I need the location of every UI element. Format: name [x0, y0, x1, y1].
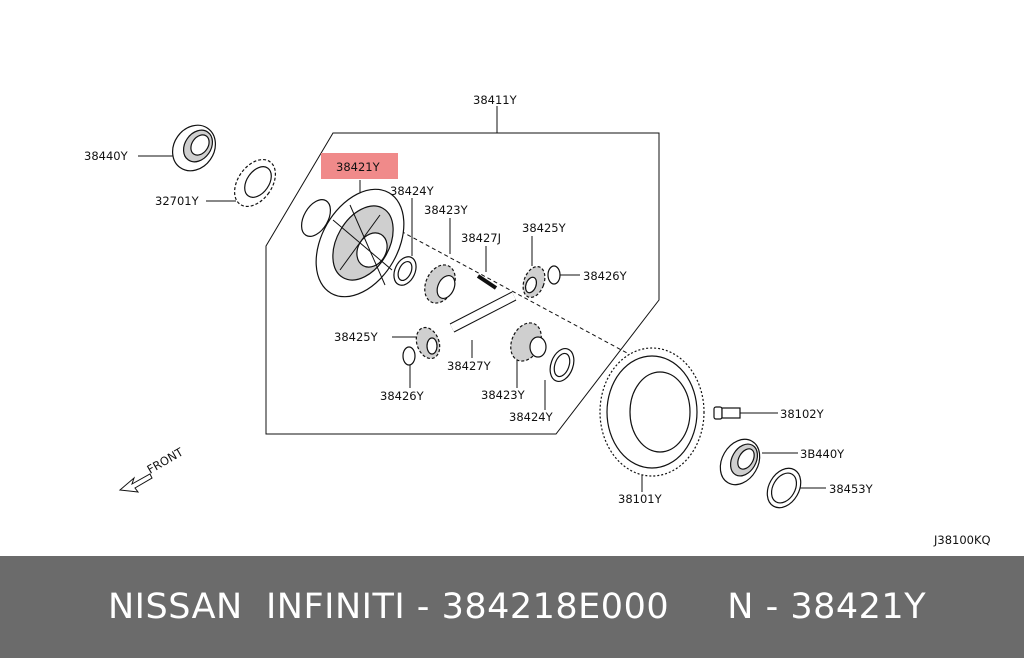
label-38101y: 38101Y — [618, 492, 663, 506]
washer-38424y-bottom-inner — [553, 352, 571, 378]
label-38440y-top: 38440Y — [84, 149, 129, 163]
assembly-outline — [265, 132, 660, 435]
side-gear-38423y-top — [424, 264, 456, 304]
label-32701y: 32701Y — [155, 194, 200, 208]
label-38426y-right: 38426Y — [583, 269, 628, 283]
label-38424y-bottom: 38424Y — [509, 410, 554, 424]
label-38427y: 38427Y — [447, 359, 492, 373]
footer-caption: NISSAN INFINITI - 384218E000 N - 38421Y — [108, 587, 926, 627]
label-38425y-left: 38425Y — [334, 330, 379, 344]
shaft-38427y — [449, 291, 517, 333]
differential-case-38421y — [300, 188, 405, 298]
label-38102y: 38102Y — [780, 407, 825, 421]
footer-brand: NISSAN — [108, 587, 243, 627]
side-gear-38423y-bottom — [510, 322, 547, 362]
parts-diagram: 38411Y 38440Y 32701Y 38421Y 38424Y 38423… — [84, 93, 991, 547]
bolt-38102y — [713, 406, 741, 420]
footer-separator-1: - — [416, 587, 430, 627]
pin-38427j — [476, 274, 498, 290]
assembly-centerline — [394, 227, 641, 361]
footer-brand2: INFINITI — [265, 587, 406, 627]
label-38421y: 38421Y — [336, 160, 381, 174]
label-38411y: 38411Y — [473, 93, 518, 107]
part-highlight-38421y — [321, 153, 398, 179]
front-label: FRONT — [145, 444, 187, 476]
pinion-38425y-left — [415, 326, 441, 360]
washer-38424y-top-inner — [397, 260, 413, 282]
footer-prefix: N — [727, 587, 754, 627]
footer-ref-code: 38421Y — [790, 587, 927, 627]
washer-38426y-bottom — [402, 346, 416, 366]
label-38427j: 38427J — [461, 231, 501, 245]
label-38426y-bottom: 38426Y — [380, 389, 425, 403]
label-38453y: 38453Y — [829, 482, 874, 496]
footer-bar: NISSAN INFINITI - 384218E000 N - 38421Y — [0, 556, 1024, 658]
shim-38453y — [766, 467, 802, 509]
bearing-38440y-top — [172, 124, 216, 172]
label-38424y-top: 38424Y — [390, 184, 435, 198]
leader-lines — [138, 106, 826, 492]
footer-part-number: 384218E000 — [441, 587, 670, 627]
label-38423y-bottom: 38423Y — [481, 388, 526, 402]
label-38425y-right: 38425Y — [522, 221, 567, 235]
diagram-code: J38100KQ — [933, 533, 991, 547]
washer-38426y-right — [547, 265, 561, 285]
label-38440y-bottom: 3B440Y — [800, 447, 845, 461]
bearing-38440y-bottom — [719, 438, 761, 486]
footer-separator-2: - — [765, 587, 779, 627]
gear-32701y — [233, 158, 277, 208]
pinion-38425y-right — [522, 265, 546, 299]
front-arrow-icon — [118, 473, 153, 493]
ring-gear-38101y — [599, 347, 705, 477]
label-38423y-top: 38423Y — [424, 203, 469, 217]
